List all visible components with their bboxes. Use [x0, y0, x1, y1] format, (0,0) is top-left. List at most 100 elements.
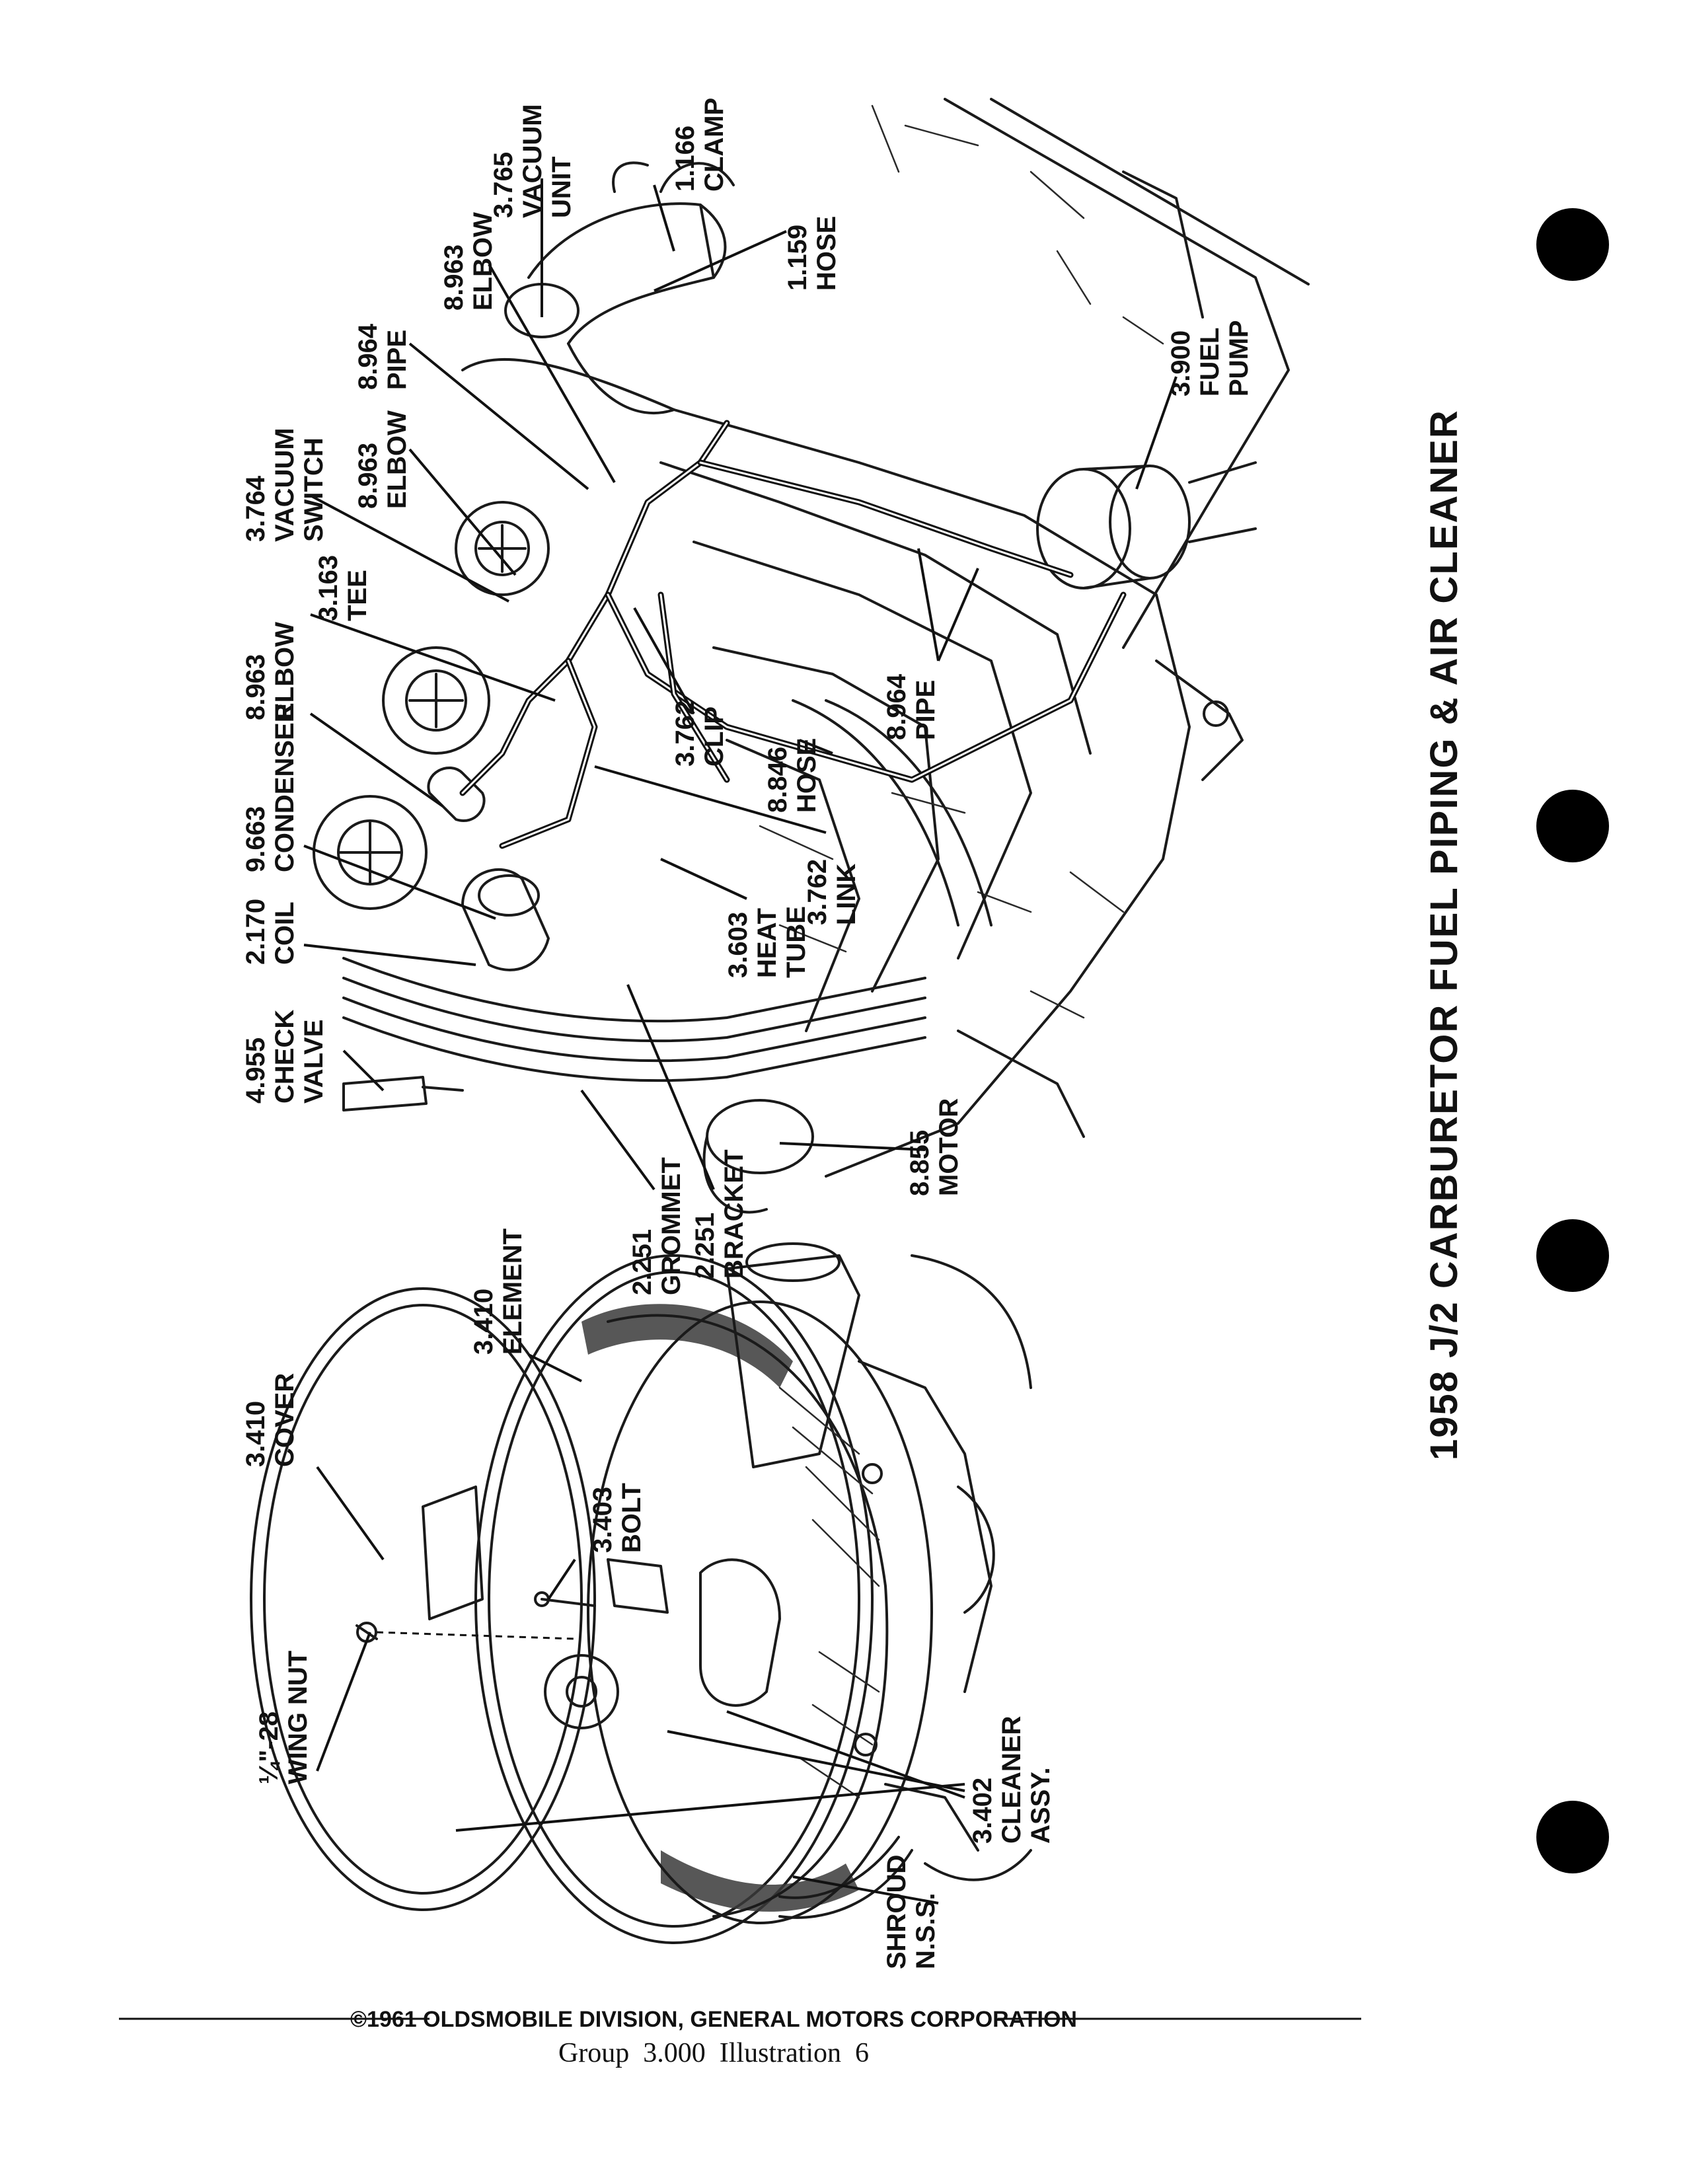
callout-element-line-1: ELEMENT: [498, 1228, 527, 1355]
callout-hose-1-line-1: HOSE: [812, 216, 841, 291]
engine-drawing: [313, 98, 1310, 1214]
page-title: 1958 J/2 CARBURETOR FUEL PIPING & AIR CL…: [1423, 409, 1466, 1460]
air-cleaner-drawing: [250, 1242, 1032, 1944]
callout-coil-line-1: COIL: [270, 901, 299, 965]
callout-bracket-line-0: 2.251: [691, 1213, 720, 1279]
callout-elbow-2-line-1: ELBOW: [383, 410, 412, 509]
callout-pipe-2-line-1: PIPE: [911, 680, 940, 740]
binder-hole: [1536, 208, 1609, 281]
callout-cleaner-assy-line-1: CLEANER: [997, 1716, 1026, 1844]
callout-cover-line-0: 3.410: [241, 1401, 270, 1467]
callout-link-line-0: 3.762: [803, 859, 832, 925]
binder-hole: [1536, 790, 1609, 862]
group-illustration-line: Group 3.000 Illustration 6: [558, 2038, 869, 2068]
callout-tee-line-0: 3.163: [314, 555, 343, 621]
callout-fuel-pump-line-2: PUMP: [1224, 320, 1254, 396]
callout-link-line-1: LINK: [832, 864, 861, 925]
callout-bolt-line-0: 3.403: [588, 1487, 617, 1553]
callout-shroud-line-0: SHROUD: [882, 1855, 911, 1969]
callout-vacuum-unit-line-0: 3.765: [489, 152, 518, 218]
callout-motor-line-0: 8.855: [905, 1130, 934, 1196]
callout-tee-line-1: TEE: [343, 570, 372, 621]
callout-elbow-3-line-1: ELBOW: [468, 212, 498, 311]
callout-coil-line-0: 2.170: [241, 899, 270, 965]
callout-shroud-line-1: N.S.S.: [911, 1893, 940, 1969]
callout-wing-nut-line-1: WING NUT: [283, 1651, 313, 1784]
callout-clamp-line-0: 1.166: [671, 126, 700, 192]
callout-elbow-1-line-1: ELBOW: [270, 622, 299, 720]
callout-heat-tube-line-2: TUBE: [782, 906, 811, 978]
binder-hole: [1536, 1219, 1609, 1292]
callout-clamp-line-1: CLAMP: [700, 98, 729, 192]
callout-cleaner-assy-line-0: 3.402: [968, 1778, 997, 1844]
leader-lines: [303, 178, 1178, 1904]
callout-vacuum-switch-line-2: SWITCH: [299, 437, 328, 542]
callout-bracket-line-1: BRACKET: [720, 1149, 749, 1279]
callout-bolt-line-1: BOLT: [617, 1483, 646, 1553]
callout-elbow-1-line-0: 8.963: [241, 654, 270, 720]
callout-hose-2-line-0: 8.846: [763, 747, 792, 813]
callout-vacuum-unit-line-1: VACUUM: [518, 104, 547, 218]
binder-holes: [1536, 208, 1609, 1873]
callout-elbow-2-line-0: 8.963: [354, 443, 383, 509]
callout-cleaner-assy-line-2: ASSY.: [1026, 1767, 1055, 1844]
callout-vacuum-switch-line-1: VACUUM: [270, 428, 299, 542]
callout-cover-line-1: COVER: [270, 1373, 299, 1467]
callout-fuel-pump-line-0: 3.900: [1166, 330, 1195, 396]
callout-elbow-3-line-0: 8.963: [439, 245, 468, 311]
callout-condenser-line-1: CONDENSER: [270, 703, 299, 872]
copyright-line: ©1961 OLDSMOBILE DIVISION, GENERAL MOTOR…: [350, 2007, 1077, 2032]
binder-hole: [1536, 1801, 1609, 1873]
callout-check-valve-line-0: 4.955: [241, 1037, 270, 1104]
callout-grommet-line-0: 2.251: [628, 1229, 657, 1295]
callout-condenser-line-0: 9.663: [241, 806, 270, 872]
callout-fuel-pump-line-1: FUEL: [1195, 328, 1224, 396]
callout-pipe-2-line-0: 8.964: [882, 673, 911, 740]
callout-check-valve-line-2: VALVE: [299, 1020, 328, 1104]
callout-grommet-line-1: GROMMET: [657, 1157, 686, 1295]
callout-hose-2-line-1: HOSE: [792, 738, 821, 813]
callout-heat-tube-line-0: 3.603: [724, 912, 753, 978]
callout-vacuum-switch-line-0: 3.764: [241, 475, 270, 542]
callout-heat-tube-line-1: HEAT: [753, 908, 782, 978]
callout-wing-nut-line-0: ¼"-28: [254, 1712, 283, 1784]
fuel-pipe-lines: [459, 420, 1127, 849]
callout-check-valve-line-1: CHECK: [270, 1010, 299, 1104]
callout-pipe-1-line-1: PIPE: [383, 330, 412, 390]
callout-hose-1-line-0: 1.159: [783, 225, 812, 291]
callout-clip-line-1: CLIP: [700, 706, 729, 767]
callout-motor-line-1: MOTOR: [934, 1098, 963, 1196]
callout-element-line-0: 3.410: [469, 1289, 498, 1355]
callout-clip-line-0: 3.762: [671, 700, 700, 767]
